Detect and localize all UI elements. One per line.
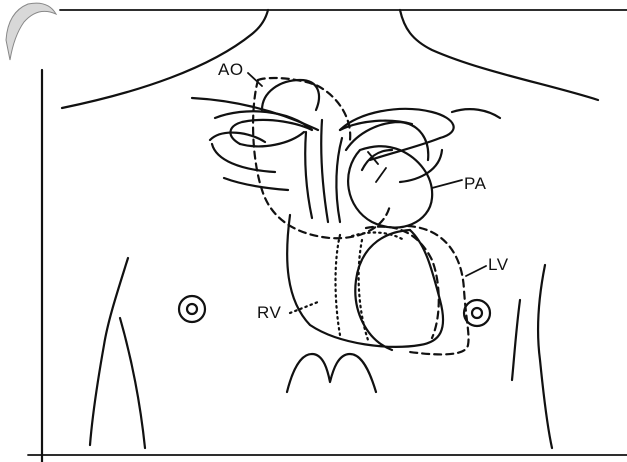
rv-cavity-dotted-left: [336, 235, 341, 335]
rv-leader: [290, 302, 318, 313]
rv-cavity-dotted-top: [352, 233, 404, 240]
left-ventricle-inner: [366, 227, 439, 338]
sternum-left-line: [305, 132, 312, 218]
rib-cage: [192, 98, 500, 190]
right-rib-1-lower: [370, 138, 440, 160]
left-rib-3: [224, 178, 288, 190]
label-rv: RV: [257, 303, 281, 322]
label-pa: PA: [464, 174, 487, 193]
left-body-side: [90, 258, 128, 445]
right-arm-fold: [512, 300, 520, 380]
left-atrium: [348, 146, 432, 227]
page-corner-curl: [6, 3, 56, 60]
left-rib-2-top: [210, 133, 265, 142]
left-shoulder-line: [62, 10, 268, 108]
sternum: [305, 120, 342, 222]
nipple-left: [179, 296, 205, 322]
label-ao: AO: [218, 60, 244, 79]
interventricular-septum: [355, 230, 410, 350]
sternum-mid-line: [321, 120, 328, 222]
left-rib-1: [215, 111, 312, 144]
page-frame: [6, 3, 627, 462]
right-shoulder-line: [400, 10, 598, 100]
pa-leader: [432, 180, 462, 188]
torso-outline: [62, 10, 598, 448]
right-clavicle-end: [452, 109, 500, 118]
label-lv: LV: [488, 255, 509, 274]
left-rib-2: [212, 144, 275, 172]
aortic-arch: [262, 80, 319, 110]
right-body-side: [538, 265, 552, 448]
aorta-arch-dashed: [258, 78, 350, 140]
sternum-right-line: [336, 138, 342, 222]
pulmonary-branch: [362, 150, 392, 170]
lv-leader: [466, 266, 486, 276]
left-arm-fold: [120, 318, 145, 448]
abdomen-arch: [287, 354, 376, 392]
